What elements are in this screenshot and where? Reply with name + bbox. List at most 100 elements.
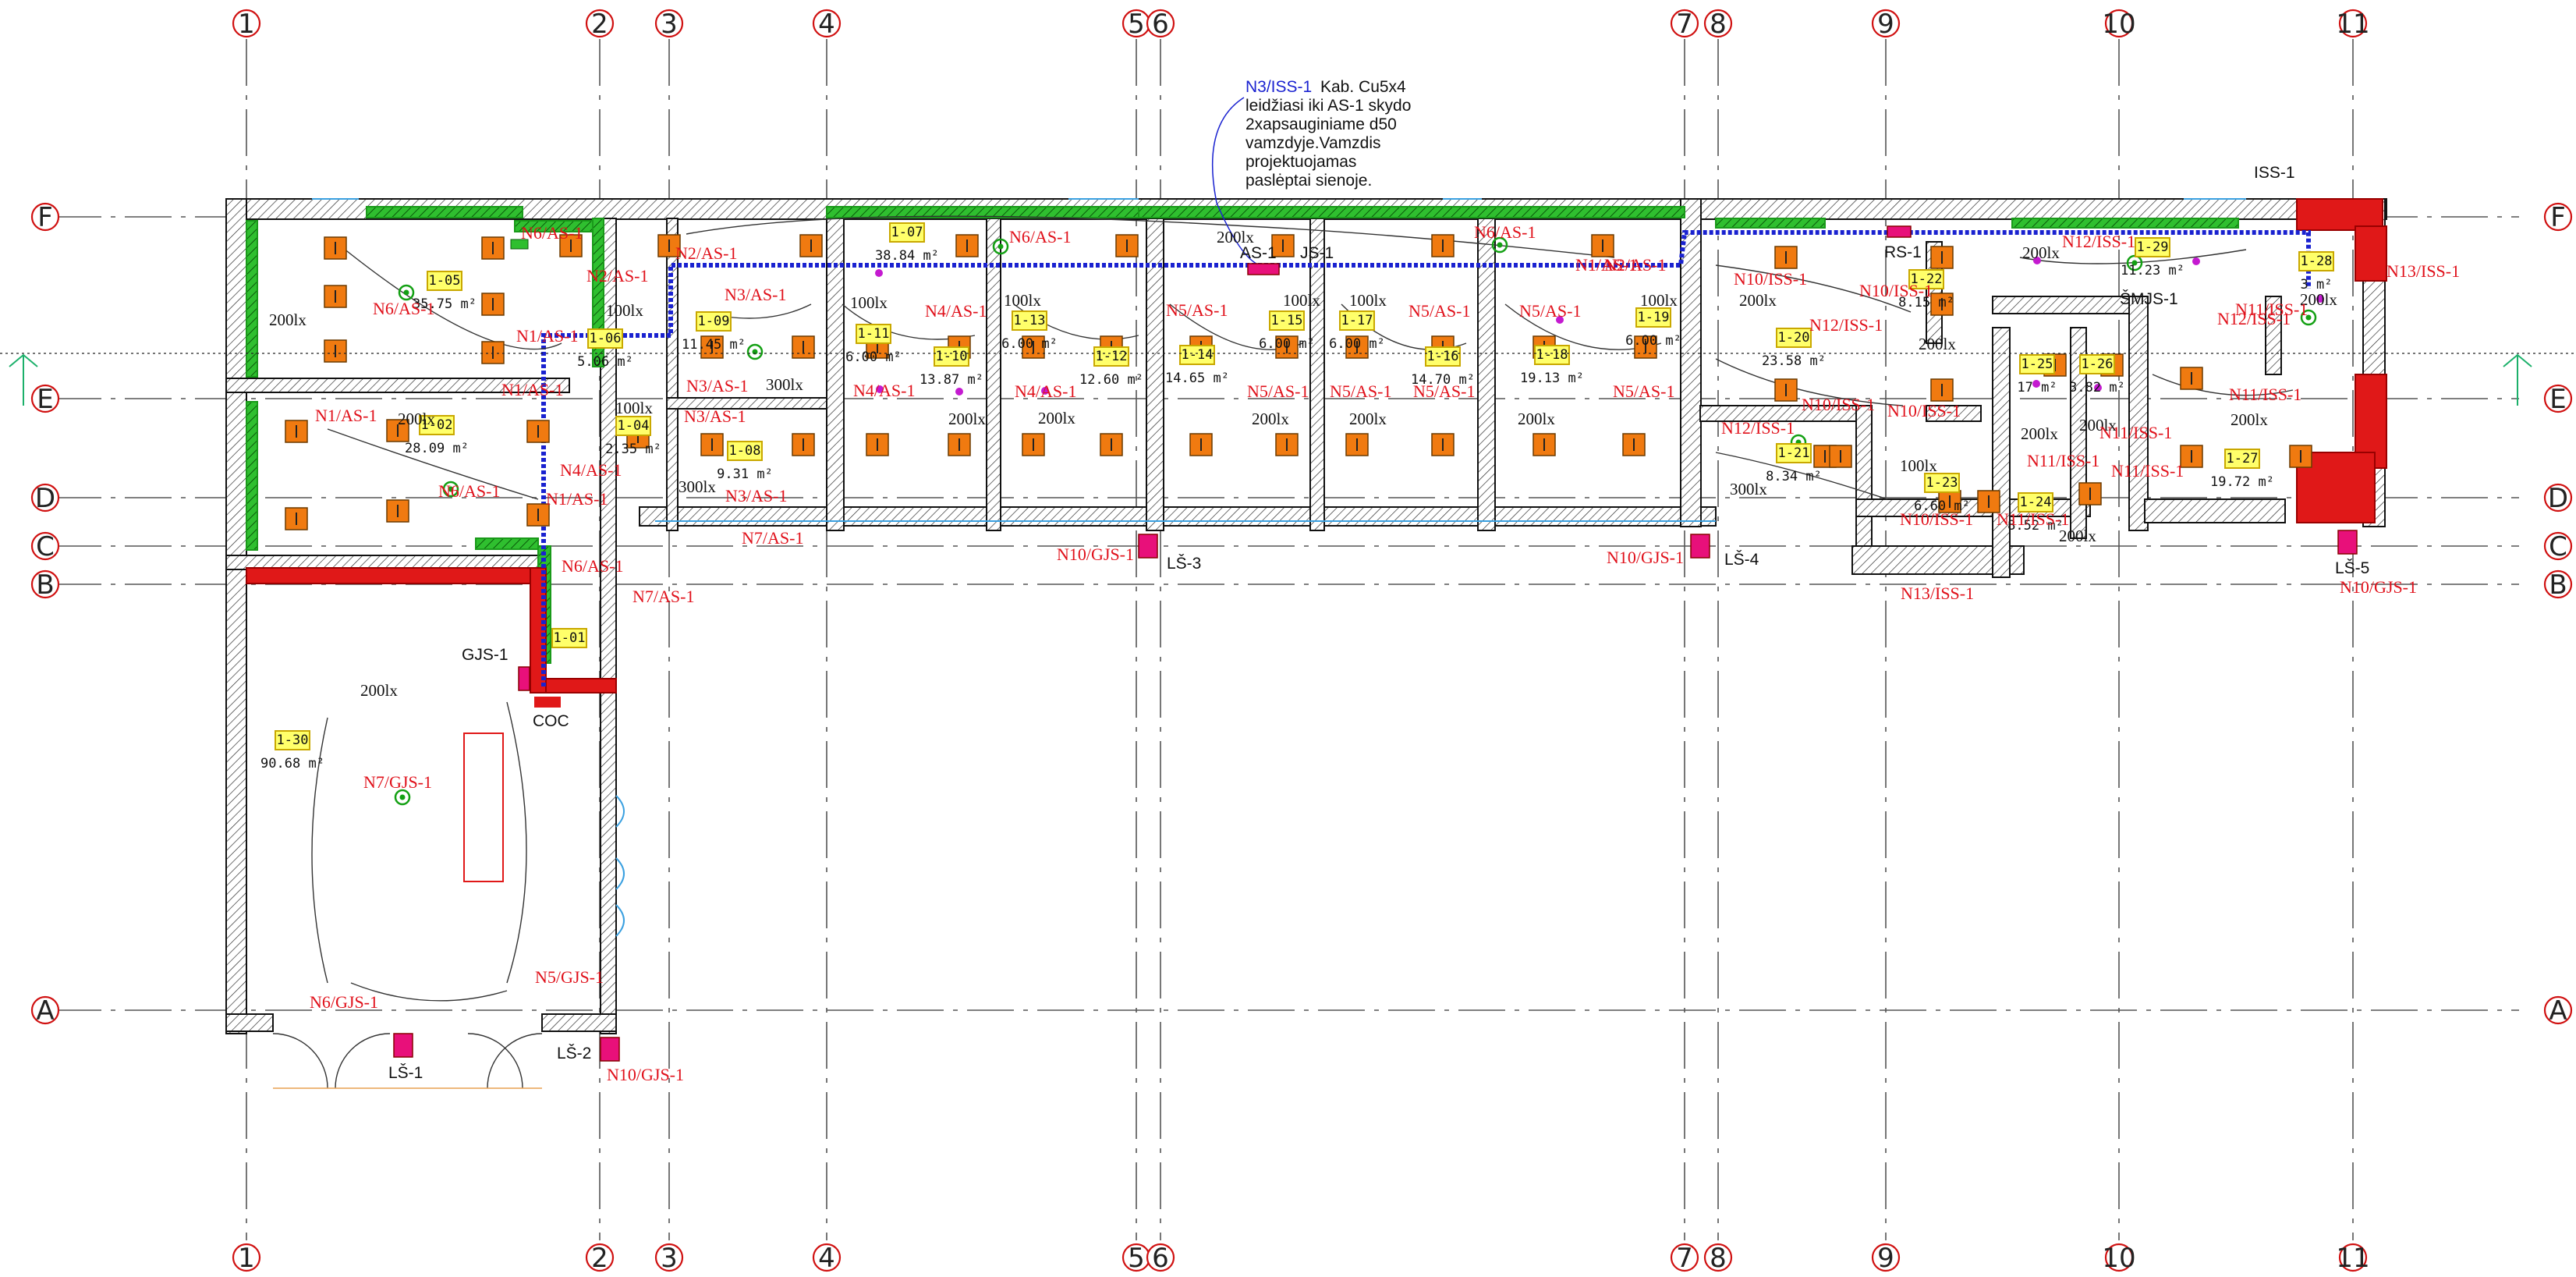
luminaire-icon bbox=[1930, 293, 1954, 316]
circuit-label: N2/AS-1 bbox=[586, 266, 648, 286]
room-number: 1-09 bbox=[698, 314, 730, 329]
room-number: 1-22 bbox=[1911, 271, 1943, 287]
grid-bubble-row-B: B bbox=[2543, 569, 2573, 601]
grid-bubble-col-8: 8 bbox=[1703, 9, 1733, 40]
room-number: 1-25 bbox=[2021, 356, 2053, 372]
room-area: 14.65 m² bbox=[1165, 371, 1229, 386]
room-tag-1-11: 1-116.00 m² bbox=[845, 324, 902, 365]
luminaire-icon bbox=[285, 507, 308, 530]
room-number: 1-29 bbox=[2137, 239, 2169, 255]
room-area: 19.72 m² bbox=[2210, 474, 2274, 490]
note-line3: 2xapsauginiame d50 bbox=[1245, 115, 1397, 133]
detector-icon bbox=[1041, 387, 1049, 395]
luminaire-icon bbox=[799, 234, 823, 257]
circuit-label: N11/ISS-1 bbox=[2229, 385, 2301, 404]
lux-1-30: 200lx bbox=[360, 681, 398, 700]
luminaire-icon bbox=[1345, 335, 1369, 359]
grid-label: 7 bbox=[1676, 1243, 1693, 1274]
room-area: 8.34 m² bbox=[1766, 469, 1822, 484]
grid-bubble-col-9: 9 bbox=[1871, 1243, 1901, 1274]
circuit-label: N4/AS-1 bbox=[560, 460, 622, 480]
luminaire-icon bbox=[386, 419, 409, 442]
circuit-label: N5/AS-1 bbox=[1613, 381, 1674, 401]
luminaire-icon bbox=[1532, 433, 1556, 456]
grid-label: 3 bbox=[661, 1243, 678, 1274]
detector-icon bbox=[1556, 316, 1564, 324]
grid-bubble-col-4: 4 bbox=[812, 1243, 842, 1274]
cable-note: N3/ISS-1 Kab. Cu5x4 leidžiasi iki AS-1 s… bbox=[1245, 78, 1411, 190]
grid-label: 10 bbox=[2102, 1243, 2135, 1274]
grid-label: 3 bbox=[661, 9, 678, 40]
luminaire-icon bbox=[559, 234, 583, 257]
room-number: 1-17 bbox=[1341, 313, 1373, 328]
room-number: 1-02 bbox=[421, 417, 453, 433]
lux-1-20: 200lx bbox=[1739, 291, 1777, 310]
grid-bubble-col-1: 1 bbox=[232, 9, 261, 40]
detector-icon bbox=[2032, 380, 2040, 388]
circuit-label: N11/ISS-1 bbox=[2235, 300, 2308, 319]
circuit-label: N11/ISS-1 bbox=[2027, 451, 2099, 470]
room-area: 6.00 m² bbox=[1329, 336, 1385, 352]
panel-ls4 bbox=[1690, 534, 1710, 559]
grid-label: 5 bbox=[1128, 1243, 1145, 1274]
room-number: 1-08 bbox=[729, 443, 761, 459]
lux-1-27: 200lx bbox=[2231, 410, 2268, 429]
label-gjs1: GJS-1 bbox=[462, 646, 508, 664]
luminaire-icon bbox=[1275, 335, 1299, 359]
luminaire-icon bbox=[1022, 335, 1045, 359]
room-area: 2.35 m² bbox=[605, 442, 661, 457]
building-walls bbox=[225, 198, 2387, 1089]
luminaire-icon bbox=[1345, 433, 1369, 456]
grid-label: 11 bbox=[2336, 1243, 2369, 1274]
room-tag-1-02: 1-02 28.09 m² bbox=[405, 415, 469, 456]
grid-bubble-col-11: 11 bbox=[2336, 1243, 2369, 1274]
grid-bubble-col-5: 5 bbox=[1121, 1243, 1151, 1274]
grid-label: A bbox=[2549, 995, 2567, 1027]
label-iss1: ISS-1 bbox=[2254, 164, 2295, 182]
luminaire-icon bbox=[2180, 367, 2203, 390]
circuit-label: N1/AS-1 bbox=[315, 406, 377, 425]
luminaire-icon bbox=[1774, 246, 1798, 269]
grid-label: 7 bbox=[1676, 9, 1693, 40]
grid-bubble-col-6: 6 bbox=[1146, 9, 1175, 40]
grid-label: 1 bbox=[238, 1243, 255, 1274]
circuit-label: N5/AS-1 bbox=[1166, 300, 1228, 320]
room-number: 1-06 bbox=[590, 331, 622, 346]
panel-gjs1 bbox=[518, 666, 530, 691]
circuit-label: N10/ISS-1 bbox=[1859, 281, 1933, 300]
luminaire-icon bbox=[1977, 490, 2000, 513]
grid-label: 4 bbox=[818, 1243, 835, 1274]
circuit-label: N1/AS-1 bbox=[516, 326, 578, 346]
grid-bubble-col-9: 9 bbox=[1871, 9, 1901, 40]
label-smjs1: ŠMJS-1 bbox=[2120, 290, 2178, 308]
lux-1-09: 300lx bbox=[766, 375, 803, 394]
circuit-label: N10/ISS-1 bbox=[1734, 269, 1807, 289]
room-number: 1-05 bbox=[429, 273, 461, 289]
room-area: 28.09 m² bbox=[405, 441, 469, 456]
circuit-label: N6/AS-1 bbox=[438, 481, 500, 501]
luminaire-icon bbox=[386, 499, 409, 523]
circuit-label: N1/AS-1 bbox=[501, 380, 563, 399]
lux-1-18: 200lx bbox=[1518, 410, 1555, 428]
lux-1-07: 200lx bbox=[1217, 228, 1254, 247]
grid-bubble-col-3: 3 bbox=[654, 9, 684, 40]
room-area: 8.15 m² bbox=[1898, 295, 1954, 310]
luminaire-icon bbox=[285, 420, 308, 443]
grid-label: 2 bbox=[591, 9, 608, 40]
detector-icon bbox=[2094, 384, 2102, 392]
room-number: 1-13 bbox=[1014, 313, 1046, 328]
circuit-label: N10/GJS-1 bbox=[1057, 544, 1134, 564]
circuit-label: N2/AS-1 bbox=[1604, 255, 1666, 275]
grid-bubble-row-D: D bbox=[2543, 483, 2573, 514]
luminaire-icon bbox=[324, 339, 347, 363]
distribution-boards bbox=[393, 225, 2358, 1062]
label-ls4: LŠ-4 bbox=[1724, 551, 1759, 569]
luminaire-icon bbox=[526, 420, 550, 443]
room-area: 13.87 m² bbox=[919, 372, 983, 388]
room-tag-1-17: 1-17 6.00 m² bbox=[1329, 310, 1385, 352]
lux-1-10: 200lx bbox=[948, 410, 986, 428]
